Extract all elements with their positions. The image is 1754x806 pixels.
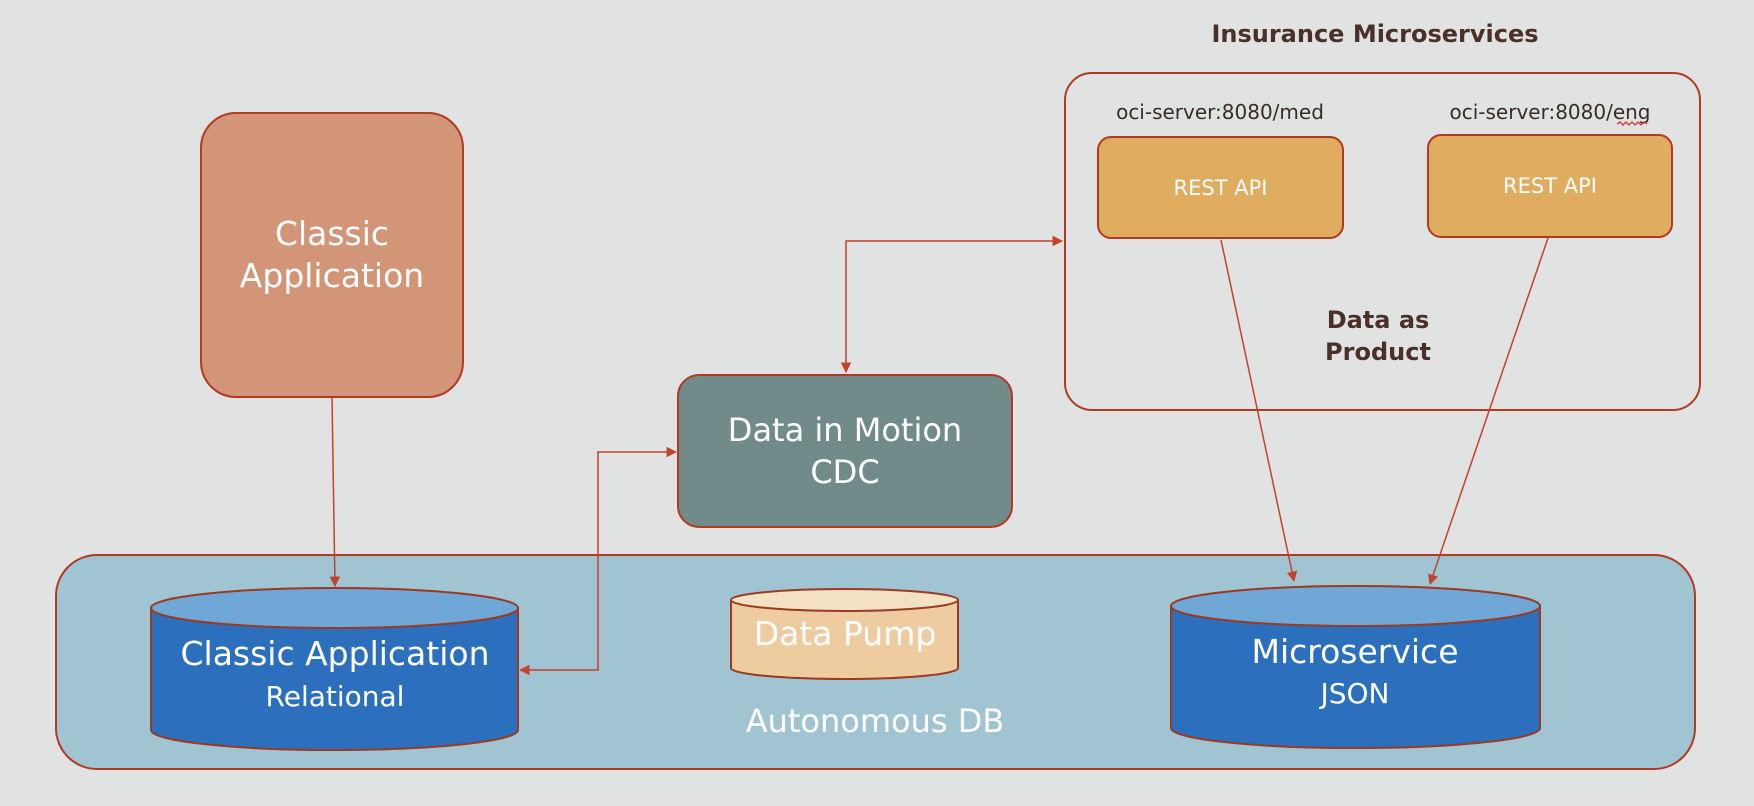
classic-db-title: Classic Application bbox=[180, 634, 490, 673]
rest-api-med-box[interactable]: REST API bbox=[1097, 136, 1344, 239]
url-med-label: oci-server:8080/med bbox=[1116, 100, 1324, 124]
data-in-motion-line1: Data in Motion bbox=[727, 411, 963, 449]
rest-api-eng-label: REST API bbox=[1503, 174, 1597, 198]
microservice-db-title: Microservice bbox=[1251, 632, 1459, 671]
microservices-container bbox=[1064, 72, 1701, 411]
microservice-db-cylinder[interactable] bbox=[1170, 585, 1541, 750]
rest-api-eng-box[interactable]: REST API bbox=[1427, 134, 1673, 238]
classic-db-cylinder[interactable] bbox=[150, 587, 519, 752]
classic-application-line2: Application bbox=[239, 256, 425, 295]
insurance-microservices-title: Insurance Microservices bbox=[1211, 20, 1539, 48]
classic-application-box[interactable]: Classic Application bbox=[200, 112, 464, 398]
data-pump-cylinder[interactable] bbox=[730, 588, 959, 681]
arrow-cdc-to-classic-db bbox=[518, 446, 678, 676]
data-in-motion-line2: CDC bbox=[810, 453, 880, 491]
url-eng-label: oci-server:8080/eng bbox=[1449, 100, 1651, 126]
microservice-db-subtitle: JSON bbox=[1320, 677, 1390, 710]
rest-api-med-label: REST API bbox=[1173, 175, 1268, 200]
arrow-cdc-to-microservices bbox=[840, 235, 1064, 374]
data-pump-label: Data Pump bbox=[753, 614, 937, 653]
classic-application-line1: Classic bbox=[274, 214, 390, 253]
autonomous-db-label: Autonomous DB bbox=[745, 702, 1005, 740]
spellcheck-squiggle bbox=[1617, 121, 1647, 126]
data-as-product-label: Data as Product bbox=[1325, 306, 1431, 366]
arrow-rest-med-to-microservice-db bbox=[1220, 239, 1298, 583]
arrow-rest-eng-to-microservice-db bbox=[1428, 237, 1549, 585]
classic-db-subtitle: Relational bbox=[265, 680, 405, 713]
data-in-motion-cdc-box[interactable]: Data in Motion CDC bbox=[677, 374, 1013, 528]
arrow-classic-app-to-db bbox=[329, 397, 341, 588]
